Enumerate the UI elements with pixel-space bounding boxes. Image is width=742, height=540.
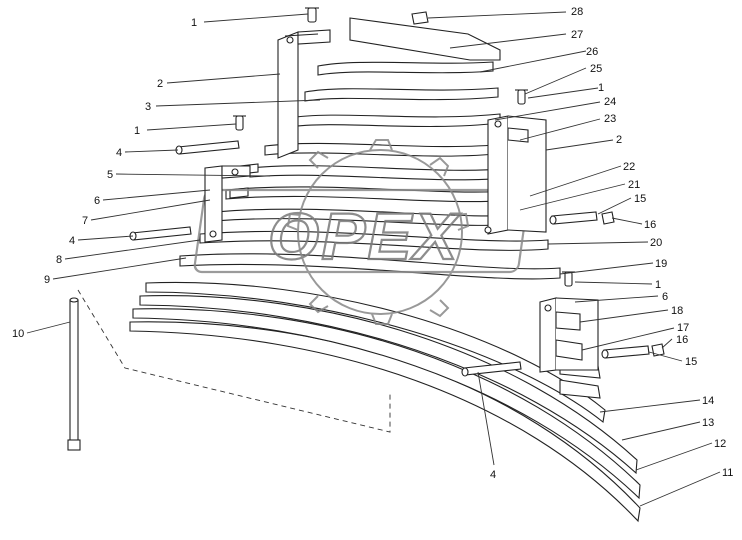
callout-15-upper: 15: [634, 193, 646, 205]
watermark-gear-teeth: [286, 139, 470, 325]
leaf-27: [317, 61, 494, 76]
callout-1-upper-r: 1: [598, 82, 604, 94]
pin-15-upper: [549, 211, 598, 225]
callout-2-right: 2: [616, 134, 622, 146]
clamp-upper-right: [484, 115, 547, 235]
bolt-1-right: [562, 271, 575, 287]
callout-5: 5: [107, 169, 113, 181]
pin-4-upper: [175, 140, 240, 155]
callout-4-left: 4: [69, 235, 75, 247]
leaf-25: [287, 113, 501, 128]
callout-19: 19: [655, 258, 667, 270]
callout-6-left: 6: [94, 195, 100, 207]
callout-27: 27: [571, 29, 583, 41]
callout-1-left: 1: [134, 125, 140, 137]
nut-16-upper: [601, 211, 615, 225]
callout-24: 24: [604, 96, 616, 108]
callout-9: 9: [44, 274, 50, 286]
leaf-13: [139, 295, 638, 475]
leaf-14: [145, 281, 606, 424]
clamp-upper-left: [277, 29, 331, 159]
centre-bolt-10: [67, 297, 81, 451]
watermark-text: OPEX: [268, 199, 461, 273]
pin-4-lower: [461, 361, 522, 377]
watermark-logo: OPEX: [193, 139, 530, 325]
callout-25: 25: [590, 63, 602, 75]
callout-7: 7: [82, 215, 88, 227]
callout-12: 12: [714, 438, 726, 450]
callout-4-lower: 4: [490, 469, 496, 481]
callout-16-lower: 16: [676, 334, 688, 346]
assembly-path-centre-bolt: [77, 289, 391, 433]
pin-15-lower: [601, 345, 650, 359]
callout-8: 8: [56, 254, 62, 266]
leaf-stack: [129, 17, 641, 523]
leaf-top: [349, 17, 501, 61]
bolt-25: [515, 89, 528, 105]
callout-20: 20: [650, 237, 662, 249]
callout-10: 10: [12, 328, 24, 340]
callout-1-lower-r: 1: [655, 279, 661, 291]
clamp-left-middle: [204, 165, 251, 243]
callout-1-top: 1: [191, 17, 197, 29]
callout-13: 13: [702, 417, 714, 429]
callout-6-right: 6: [662, 291, 668, 303]
nut-16-lower: [651, 343, 665, 357]
callout-23: 23: [604, 113, 616, 125]
callout-18: 18: [671, 305, 683, 317]
pin-4-left: [129, 226, 192, 241]
callout-26: 26: [586, 46, 598, 58]
bolt-1-left: [233, 115, 246, 131]
callout-labels: 1 28 27 2 26 25 3 1 24 1 23 2 4 5 22 6 2…: [12, 6, 733, 481]
callout-22: 22: [623, 161, 635, 173]
callout-2-left: 2: [157, 78, 163, 90]
callout-17: 17: [677, 322, 689, 334]
callout-11: 11: [722, 467, 733, 479]
callout-28: 28: [571, 6, 583, 18]
callout-4-upper: 4: [116, 147, 122, 159]
clamp-lower-right: [539, 297, 599, 373]
leader-lines: [26, 11, 721, 507]
callout-14: 14: [702, 395, 714, 407]
callout-21: 21: [628, 179, 640, 191]
watermark-gear: [297, 149, 463, 315]
nut-top-28: [411, 11, 429, 25]
bolt-top: [305, 7, 319, 23]
callout-15-lower: 15: [685, 356, 697, 368]
callout-3: 3: [145, 101, 151, 113]
leaf-12: [132, 308, 641, 500]
callout-16-upper: 16: [644, 219, 656, 231]
leaf-26: [304, 87, 499, 102]
leaf-23: [249, 165, 516, 181]
